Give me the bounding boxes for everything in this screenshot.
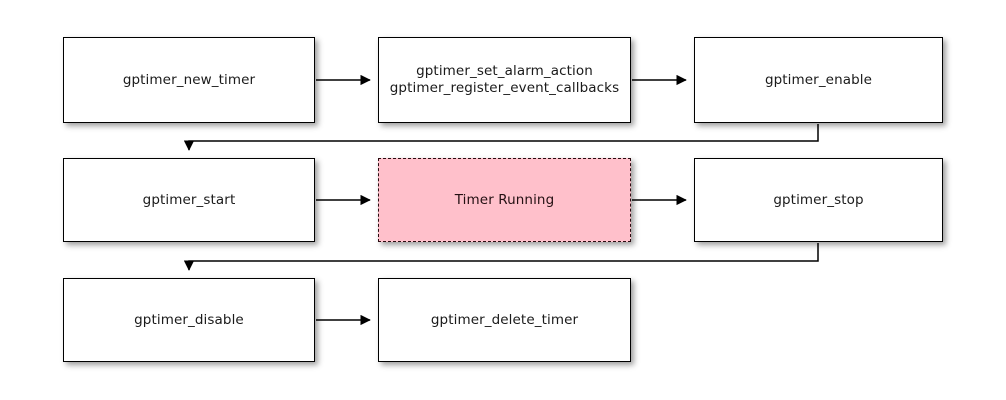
node-gptimer-delete-timer[interactable]: gptimer_delete_timer: [378, 278, 631, 362]
node-gptimer-enable[interactable]: gptimer_enable: [694, 37, 943, 123]
node-gptimer-start[interactable]: gptimer_start: [63, 158, 315, 242]
node-timer-running-state[interactable]: Timer Running: [378, 158, 631, 242]
node-label: gptimer_enable: [764, 71, 873, 88]
node-label: gptimer_start: [142, 191, 236, 208]
edge-stop-to-disable: [183, 243, 819, 271]
node-gptimer-new-timer[interactable]: gptimer_new_timer: [63, 37, 315, 123]
node-label: gptimer_disable: [134, 311, 244, 328]
node-label: Timer Running: [454, 191, 555, 208]
node-label: gptimer_new_timer: [122, 71, 256, 88]
node-label: gptimer_stop: [773, 191, 864, 208]
edge-enable-to-start: [183, 124, 819, 151]
node-gptimer-stop[interactable]: gptimer_stop: [694, 158, 943, 242]
node-label: gptimer_delete_timer: [430, 311, 579, 328]
node-label: gptimer_set_alarm_action gptimer_registe…: [389, 63, 620, 96]
node-gptimer-disable[interactable]: gptimer_disable: [63, 278, 315, 362]
node-gptimer-set-alarm-action[interactable]: gptimer_set_alarm_action gptimer_registe…: [378, 37, 631, 123]
